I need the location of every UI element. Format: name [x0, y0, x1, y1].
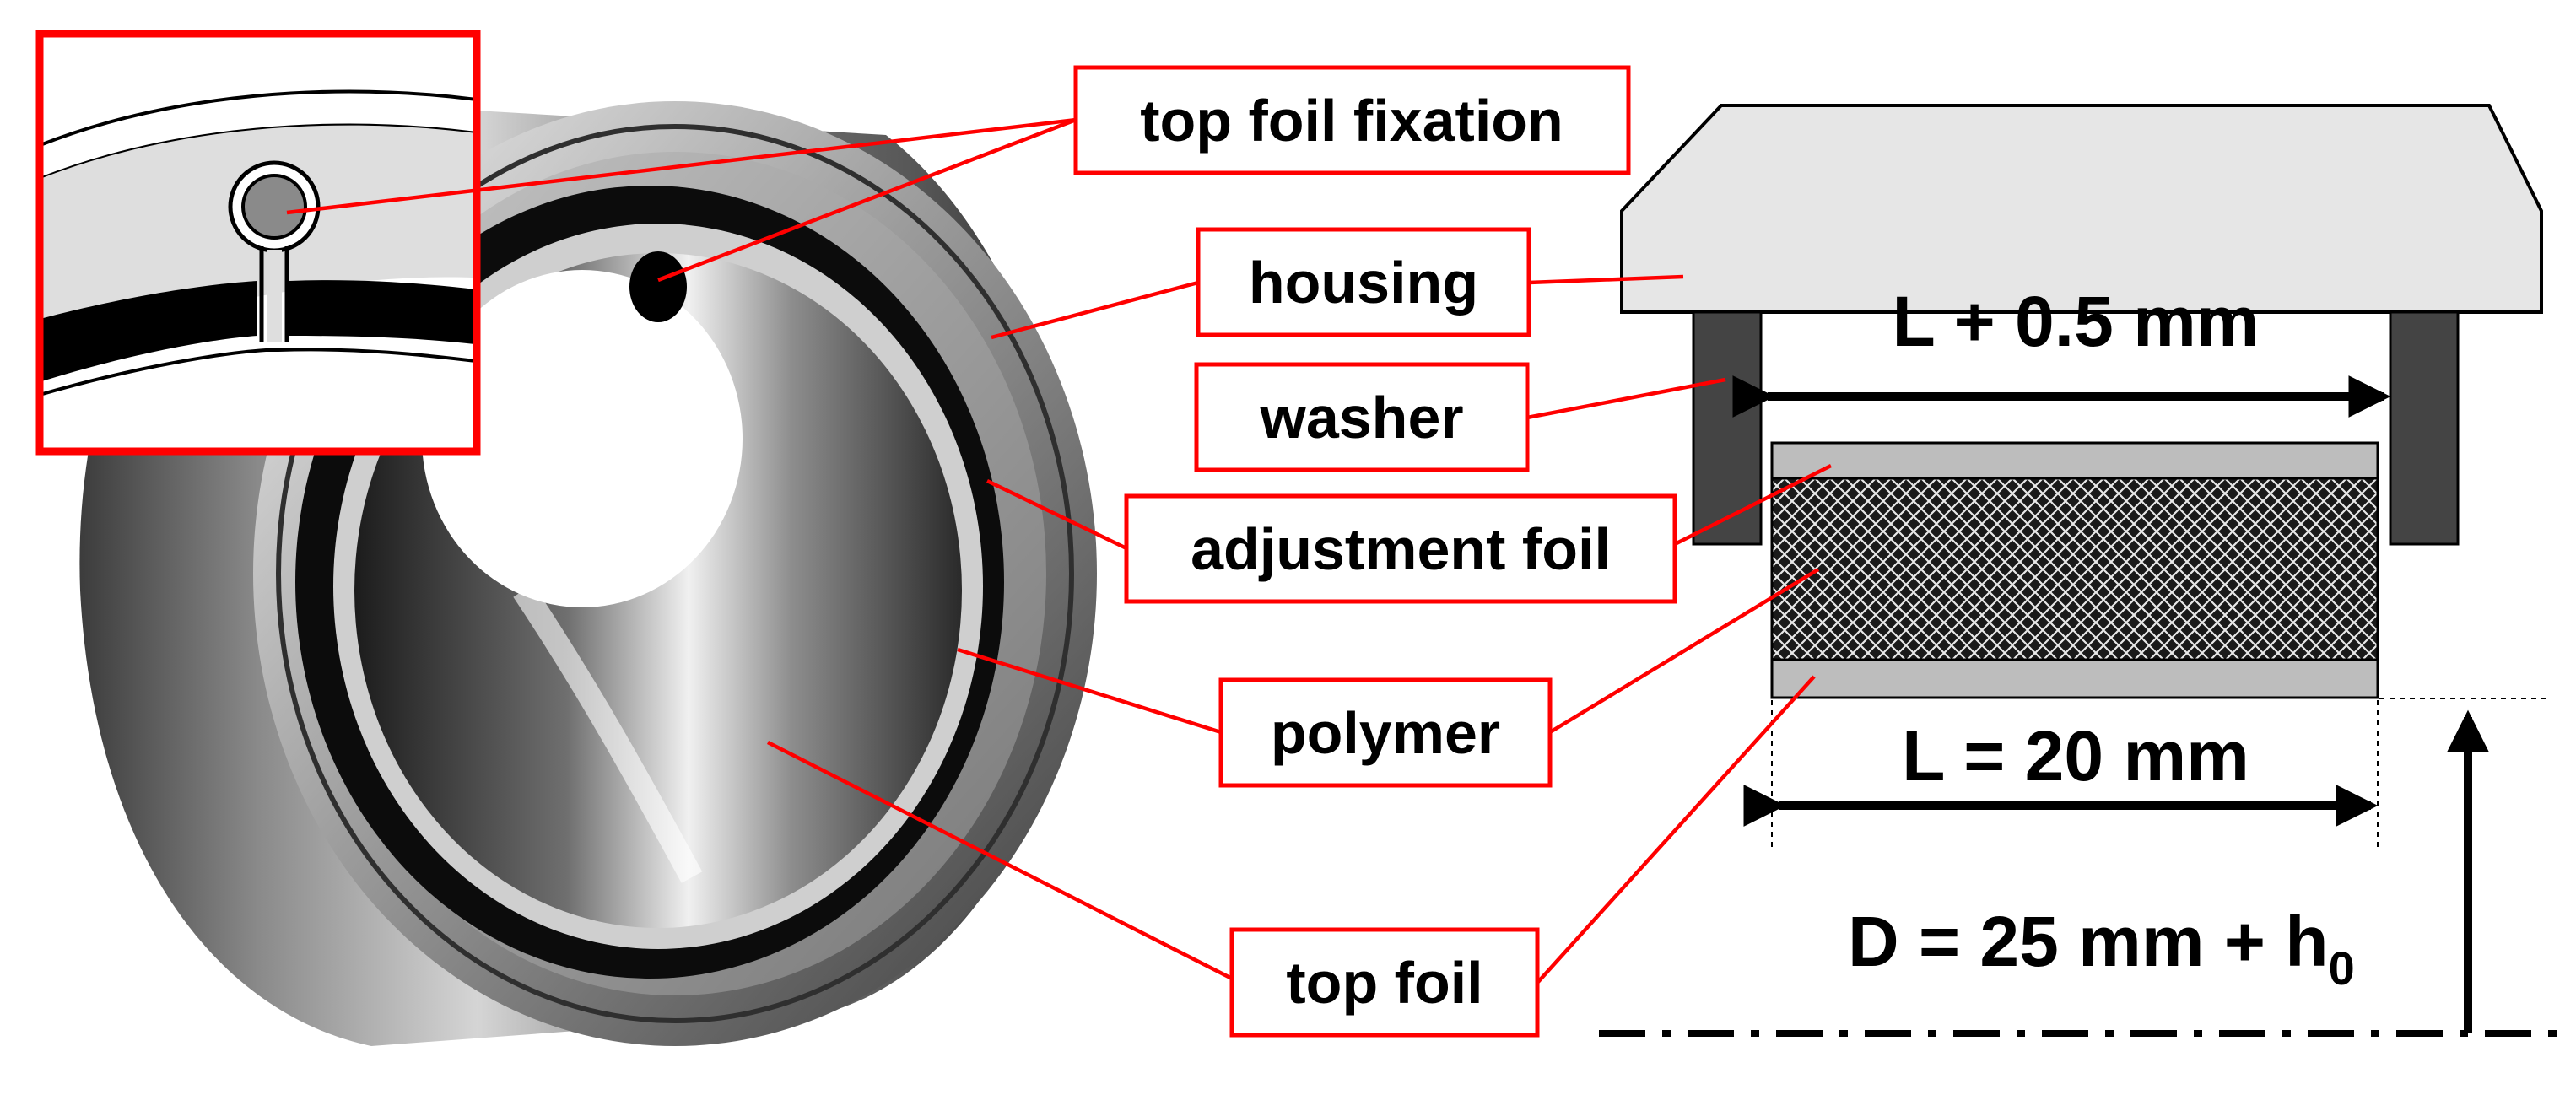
leader-fixation-inset: [286, 117, 1077, 215]
callout-washer-text: washer: [1259, 385, 1463, 450]
leader-topfoil-section: [1536, 675, 1816, 984]
callout-polymer-text: polymer: [1271, 700, 1500, 766]
fixation-inset: [35, 30, 481, 456]
callout-top-foil-text: top foil: [1286, 950, 1482, 1016]
leader-adjustment-section: [1673, 463, 1833, 547]
top-foil-section: [1770, 658, 2379, 699]
bore-opening: [422, 270, 743, 607]
fixation-notch: [629, 251, 687, 322]
washer-gap-label: L + 0.5 mm: [1892, 282, 2259, 361]
adjustment-foil-section: [1770, 441, 2379, 480]
inset-frame: [35, 30, 481, 456]
callout-housing: housing: [1196, 227, 1531, 337]
leader-polymer-section: [1548, 568, 1820, 734]
leader-housing-section: [1528, 274, 1684, 285]
callout-top-foil-fixation: top foil fixation: [1073, 65, 1631, 175]
bore-highlight: [513, 584, 703, 883]
length-label: L = 20 mm: [1902, 716, 2249, 795]
callout-polymer: polymer: [1218, 677, 1553, 788]
callout-top-foil: top foil: [1229, 927, 1540, 1038]
callout-top-foil-fixation-text: top foil fixation: [1140, 88, 1563, 154]
diameter-label-subscript: 0: [2329, 941, 2355, 995]
housing-section: [1620, 104, 2543, 314]
cross-section: L + 0.5 mm L = 20 mm D = 25 mm + h0: [1599, 104, 2557, 1037]
callout-adjustment-foil-text: adjustment foil: [1191, 516, 1611, 582]
callout-washer: washer: [1194, 362, 1530, 472]
leader-housing-photo: [991, 280, 1199, 340]
leader-topfoil-photo: [766, 740, 1234, 981]
diameter-label-main: D = 25 mm + h: [1848, 902, 2329, 981]
housing-chamfer: [276, 124, 1074, 1023]
callout-housing-text: housing: [1249, 250, 1478, 316]
leader-lines: [286, 117, 1833, 984]
diameter-label: D = 25 mm + h0: [1848, 902, 2355, 995]
washer-left: [1692, 310, 1763, 546]
washer-right: [2389, 310, 2460, 546]
polymer-section: [1770, 477, 2379, 661]
callout-adjustment-foil: adjustment foil: [1124, 493, 1677, 604]
leader-fixation-photo: [657, 117, 1077, 283]
leader-polymer-photo: [957, 647, 1222, 735]
leader-washer-section: [1526, 377, 1726, 420]
leader-adjustment-photo: [986, 478, 1127, 551]
